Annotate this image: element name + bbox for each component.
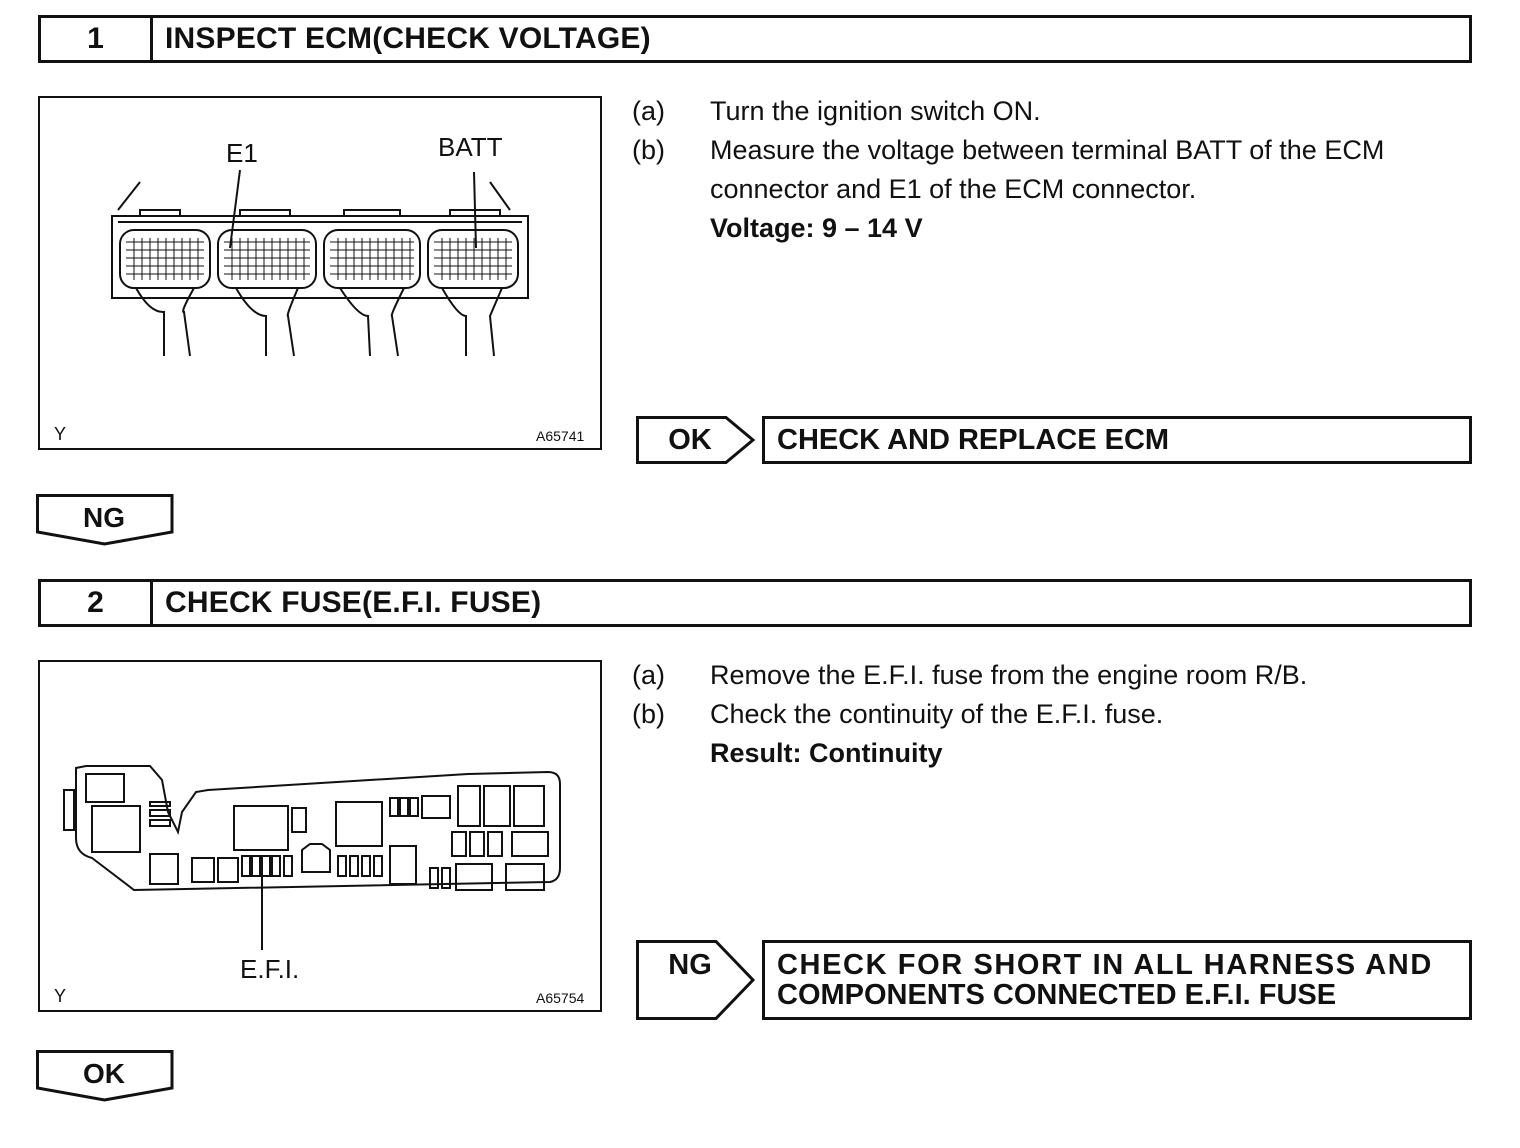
figure-corner-mark: Y [54, 424, 67, 444]
relay-block-illustration [63, 765, 561, 950]
e1-label: E1 [226, 138, 258, 168]
figure-code: A65741 [536, 428, 585, 444]
step1-header: 1 INSPECT ECM(CHECK VOLTAGE) [38, 15, 1472, 63]
instruction-b: (b) Measure the voltage between terminal… [632, 135, 1385, 204]
step2-instructions: (a) Remove the E.F.I. fuse from the engi… [632, 656, 1482, 773]
ok-result-box: CHECK AND REPLACE ECM [762, 416, 1472, 464]
result-spec: Result: Continuity [710, 738, 943, 768]
step2-header: 2 CHECK FUSE(E.F.I. FUSE) [38, 579, 1472, 627]
step1-ng-down-tag: NG [36, 494, 176, 546]
step1-ok-branch: OK CHECK AND REPLACE ECM [636, 416, 1472, 464]
step2-ng-branch: NG CHECK FOR SHORT IN ALL HARNESS AND CO… [636, 940, 1472, 1020]
instruction-a: (a) Remove the E.F.I. fuse from the engi… [632, 660, 1308, 690]
step1-number: 1 [41, 18, 153, 60]
instruction-a: (a) Turn the ignition switch ON. [632, 96, 1041, 126]
ng-tag-label: NG [668, 948, 712, 981]
step2-ok-down-tag: OK [36, 1050, 176, 1102]
figure-corner-mark: Y [54, 986, 67, 1006]
step2-figure: E.F.I. Y A65754 [38, 660, 602, 1012]
ng-down-label: NG [83, 502, 125, 533]
step1-figure: E1 BATT Y A65741 [38, 96, 602, 450]
ng-tag: NG [636, 940, 756, 1020]
step1-title: INSPECT ECM(CHECK VOLTAGE) [165, 22, 651, 55]
step2-number: 2 [41, 582, 153, 624]
batt-label: BATT [438, 132, 503, 162]
ok-tag-label: OK [668, 423, 712, 456]
voltage-spec: Voltage: 9 – 14 V [710, 213, 923, 243]
step1-instructions: (a) Turn the ignition switch ON. (b) Mea… [632, 92, 1482, 248]
ng-result-box: CHECK FOR SHORT IN ALL HARNESS AND COMPO… [762, 940, 1472, 1020]
ng-result-line1: CHECK FOR SHORT IN ALL HARNESS AND [777, 949, 1433, 981]
ng-result-line2: COMPONENTS CONNECTED E.F.I. FUSE [777, 979, 1337, 1011]
ok-tag: OK [636, 416, 756, 464]
efi-label: E.F.I. [240, 954, 300, 984]
step2-title: CHECK FUSE(E.F.I. FUSE) [165, 586, 542, 619]
instruction-b: (b) Check the continuity of the E.F.I. f… [632, 699, 1164, 729]
ecm-connector-illustration [111, 169, 529, 357]
ok-down-label: OK [83, 1058, 125, 1089]
figure-code: A65754 [536, 990, 585, 1006]
